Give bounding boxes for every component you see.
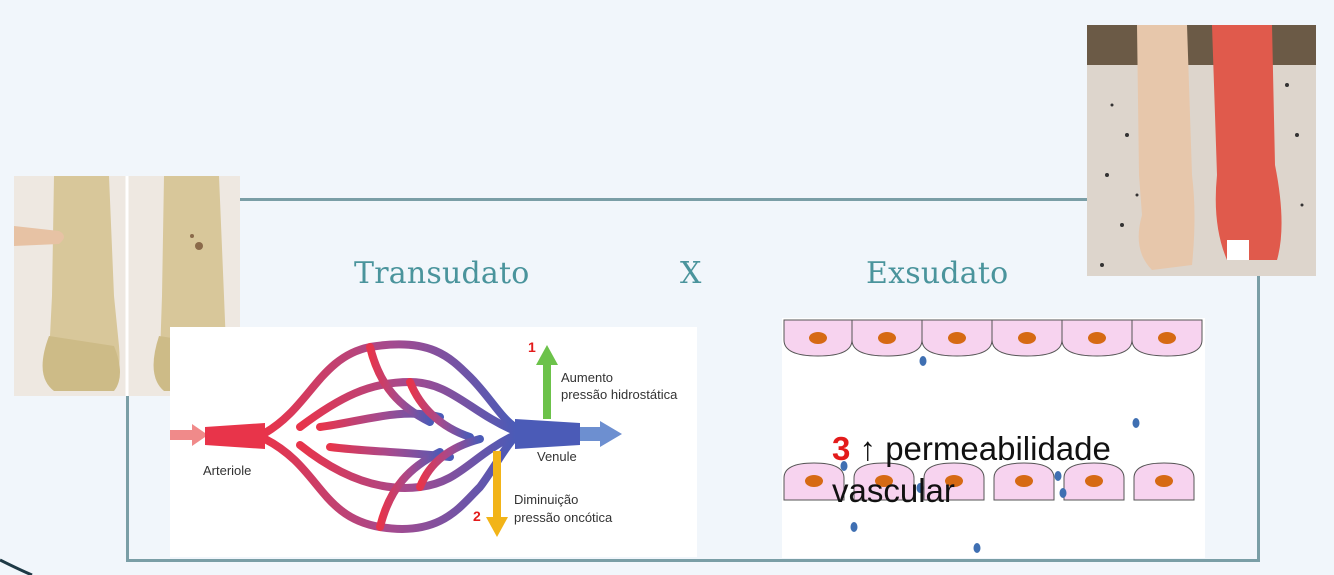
exudate-diagram [782,318,1205,558]
vascular-word: vascular [832,472,955,509]
heading-separator: X [680,256,702,291]
label-hydrostatic-line1: Aumento [561,370,614,385]
marker-2: 2 [473,508,481,524]
heading-exudate: Exsudato [866,256,1009,291]
label-oncotic-line1: Diminuição [514,492,579,507]
arteriole-label: Arteriole [203,463,252,478]
inflamed-leg-photo [1087,25,1316,276]
up-arrow-icon: ↑ [859,430,877,467]
marker-3: 3 [832,430,851,467]
vascular-permeability-text: 3 ↑ permeabilidade vascular [832,428,1192,512]
venule-label: Venule [537,449,577,464]
marker-1: 1 [528,339,536,355]
transudate-diagram: 1 Aumento pressão hidrostática Venule Ar… [170,327,697,557]
label-hydrostatic-line2: pressão hidrostática [561,387,678,402]
permeability-word: permeabilidade [885,430,1111,467]
heading-transudate: Transudato [354,256,530,291]
label-oncotic-line2: pressão oncótica [514,510,613,525]
